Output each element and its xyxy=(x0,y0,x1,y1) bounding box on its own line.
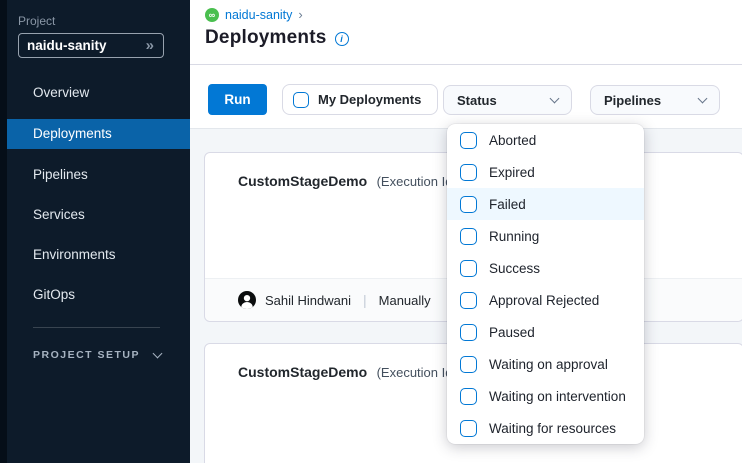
module-nav-strip xyxy=(0,0,7,463)
page-header: ∞ naidu-sanity › Deployments i xyxy=(190,0,742,65)
status-option-failed[interactable]: Failed xyxy=(447,188,644,220)
status-checkbox[interactable] xyxy=(460,419,477,437)
sidebar-item-gitops[interactable]: GitOps xyxy=(33,287,76,302)
status-checkbox[interactable] xyxy=(460,195,477,213)
status-option-label: Running xyxy=(489,228,540,244)
pipelines-filter-dropdown[interactable]: Pipelines xyxy=(590,85,720,115)
chevron-down-icon xyxy=(152,348,163,359)
sidebar-item-environments[interactable]: Environments xyxy=(33,247,116,262)
pipelines-filter-label: Pipelines xyxy=(604,92,662,108)
status-option-label: Failed xyxy=(489,196,526,212)
status-option-label: Waiting on approval xyxy=(489,356,608,372)
status-option-paused[interactable]: Paused xyxy=(447,316,644,348)
status-checkbox[interactable] xyxy=(460,131,477,149)
status-option-label: Success xyxy=(489,260,541,276)
project-sidebar: Project » Overview Deployments Pipelines… xyxy=(0,0,190,463)
sidebar-item-services[interactable]: Services xyxy=(33,207,85,222)
status-option-waiting-for-resources[interactable]: Waiting for resources xyxy=(447,412,644,444)
chevron-down-icon xyxy=(549,93,560,104)
breadcrumb-project-link[interactable]: naidu-sanity xyxy=(225,7,293,22)
execution-id-text: (Execution Id xyxy=(376,174,453,189)
cd-module-icon: ∞ xyxy=(205,7,219,22)
status-checkbox[interactable] xyxy=(460,323,477,341)
status-option-expired[interactable]: Expired xyxy=(447,156,644,188)
status-checkbox[interactable] xyxy=(460,227,477,245)
sidebar-item-pipelines[interactable]: Pipelines xyxy=(33,167,88,182)
project-setup-toggle[interactable]: PROJECT SETUP xyxy=(33,348,163,361)
chevron-right-icon: › xyxy=(298,7,303,22)
status-option-waiting-on-approval[interactable]: Waiting on approval xyxy=(447,348,644,380)
status-option-label: Waiting for resources xyxy=(489,420,617,436)
status-option-label: Aborted xyxy=(489,132,537,148)
project-label: Project xyxy=(18,14,56,28)
status-option-label: Paused xyxy=(489,324,535,340)
status-option-aborted[interactable]: Aborted xyxy=(447,124,644,156)
trigger-type: Manually xyxy=(378,292,431,308)
footer-separator: | xyxy=(363,292,367,308)
my-deployments-checkbox[interactable] xyxy=(293,91,309,108)
project-setup-label: PROJECT SETUP xyxy=(33,349,141,361)
status-filter-dropdown[interactable]: Status xyxy=(443,85,572,115)
execution-id-text: (Execution Id xyxy=(376,365,453,380)
trigger-author: Sahil Hindwani xyxy=(265,292,351,308)
info-icon[interactable]: i xyxy=(334,32,349,46)
page-title: Deployments xyxy=(205,27,327,48)
status-checkbox[interactable] xyxy=(460,387,477,405)
status-option-label: Approval Rejected xyxy=(489,292,600,308)
expand-project-icon[interactable]: » xyxy=(145,37,154,54)
status-checkbox[interactable] xyxy=(460,163,477,181)
run-button[interactable]: Run xyxy=(208,84,267,115)
sidebar-divider xyxy=(33,327,160,328)
project-name-input[interactable] xyxy=(19,38,146,53)
pipeline-name[interactable]: CustomStageDemo xyxy=(238,173,368,189)
status-filter-label: Status xyxy=(457,92,497,108)
status-checkbox[interactable] xyxy=(460,355,477,373)
status-checkbox[interactable] xyxy=(460,259,477,277)
chevron-down-icon xyxy=(697,93,708,104)
my-deployments-toggle[interactable]: My Deployments xyxy=(282,84,438,115)
status-option-running[interactable]: Running xyxy=(447,220,644,252)
sidebar-item-overview[interactable]: Overview xyxy=(33,85,90,100)
avatar xyxy=(238,291,256,309)
main-content: ∞ naidu-sanity › Deployments i Run My De… xyxy=(190,0,742,463)
status-option-waiting-on-intervention[interactable]: Waiting on intervention xyxy=(447,380,644,412)
breadcrumb: ∞ naidu-sanity › xyxy=(205,7,303,22)
my-deployments-label: My Deployments xyxy=(318,92,422,107)
status-option-success[interactable]: Success xyxy=(447,252,644,284)
pipeline-name[interactable]: CustomStageDemo xyxy=(238,364,368,380)
status-option-label: Expired xyxy=(489,164,535,180)
filter-toolbar: Run My Deployments Status Pipelines xyxy=(190,65,742,129)
status-option-label: Waiting on intervention xyxy=(489,388,626,404)
project-selector[interactable]: » xyxy=(18,33,164,58)
status-option-approval-rejected[interactable]: Approval Rejected xyxy=(447,284,644,316)
status-checkbox[interactable] xyxy=(460,291,477,309)
sidebar-item-deployments[interactable]: Deployments xyxy=(7,119,190,149)
status-filter-menu: Aborted Expired Failed Running Success A… xyxy=(447,124,644,444)
